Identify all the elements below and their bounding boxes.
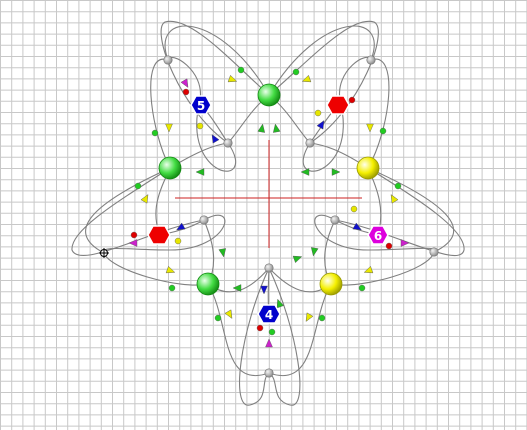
hex-label-6: 6 bbox=[374, 229, 382, 243]
edge-arrow bbox=[140, 194, 149, 204]
edge-arrow bbox=[195, 168, 205, 176]
edge-arrow bbox=[165, 265, 176, 274]
edge-arrow bbox=[265, 338, 273, 348]
edge-arrow bbox=[224, 309, 233, 319]
gray-hub-node[interactable] bbox=[264, 368, 274, 378]
edge-dot bbox=[196, 122, 204, 130]
gray-hub-node[interactable] bbox=[330, 215, 340, 225]
edge-arrow bbox=[180, 78, 189, 88]
edge-arrow bbox=[292, 255, 303, 264]
edge-dot bbox=[358, 284, 366, 292]
edge-arrow bbox=[128, 239, 138, 247]
sphere-nodes bbox=[158, 83, 380, 296]
edge-dot bbox=[379, 127, 387, 135]
edge-arrow bbox=[301, 74, 312, 83]
node-yellow-bottom-right[interactable] bbox=[319, 272, 343, 296]
edge-arrow bbox=[352, 222, 362, 231]
gray-nodes bbox=[163, 55, 439, 378]
node-green-left[interactable] bbox=[158, 156, 182, 180]
edge-arrow bbox=[400, 239, 410, 247]
edge-arrow bbox=[272, 123, 281, 133]
hex-label-4: 4 bbox=[265, 308, 273, 322]
edge-arrow bbox=[310, 247, 319, 257]
edge-dot bbox=[385, 242, 393, 250]
crosshair-cursor-icon bbox=[99, 248, 109, 258]
edge-arrow bbox=[218, 248, 227, 258]
edge-arrow bbox=[232, 284, 242, 292]
edge-dot bbox=[292, 68, 300, 76]
edge-arrow bbox=[316, 120, 325, 130]
edge-dot bbox=[214, 314, 222, 322]
node-green-top[interactable] bbox=[257, 83, 281, 107]
center-axes bbox=[175, 140, 362, 248]
edge-arrow bbox=[227, 74, 238, 83]
edge-dot bbox=[130, 231, 138, 239]
gray-hub-node[interactable] bbox=[366, 55, 376, 65]
node-green-bottom-left[interactable] bbox=[196, 272, 220, 296]
edge-arrow bbox=[211, 134, 220, 144]
edge-markers bbox=[128, 66, 410, 348]
hex-label-5: 5 bbox=[197, 99, 205, 113]
edge-arrow bbox=[300, 168, 310, 176]
edge-dot bbox=[174, 237, 182, 245]
gray-hub-node[interactable] bbox=[163, 55, 173, 65]
gray-hub-node[interactable] bbox=[199, 215, 209, 225]
node-yellow-right[interactable] bbox=[356, 156, 380, 180]
edge-arrow bbox=[331, 168, 341, 176]
gray-hub-node[interactable] bbox=[305, 138, 315, 148]
edge-arrow bbox=[260, 285, 268, 295]
hex-node-5[interactable]: 5 bbox=[190, 95, 212, 115]
edge-arrow bbox=[366, 123, 374, 133]
hex-node-red-top[interactable] bbox=[326, 95, 350, 115]
edge-arrow bbox=[363, 265, 374, 274]
edge-dot bbox=[350, 205, 358, 213]
edge-arrow bbox=[390, 194, 399, 204]
hex-node-red-left[interactable] bbox=[147, 225, 171, 245]
hex-nodes: 5 6 4 bbox=[147, 95, 389, 324]
edge-dot bbox=[318, 314, 326, 322]
gray-hub-node[interactable] bbox=[429, 247, 439, 257]
edge-dot bbox=[151, 129, 159, 137]
edge-dot bbox=[394, 182, 402, 190]
gray-hub-node[interactable] bbox=[223, 138, 233, 148]
edge-dot bbox=[314, 109, 322, 117]
edge-arrow bbox=[176, 222, 186, 231]
edge-arrow bbox=[257, 123, 266, 133]
edge-arrow bbox=[305, 312, 314, 322]
edge-dot bbox=[134, 182, 142, 190]
edge-dot bbox=[168, 284, 176, 292]
edge-dot bbox=[237, 66, 245, 74]
edge-dot bbox=[182, 88, 190, 96]
edge-dot bbox=[268, 328, 276, 336]
edge-arrow bbox=[276, 298, 285, 309]
hex-node-4[interactable]: 4 bbox=[257, 304, 281, 324]
edge-dot bbox=[348, 96, 356, 104]
edge-dot bbox=[256, 324, 264, 332]
edge-arrow bbox=[165, 123, 173, 133]
gray-hub-node[interactable] bbox=[264, 263, 274, 273]
hex-node-6[interactable]: 6 bbox=[367, 225, 389, 245]
